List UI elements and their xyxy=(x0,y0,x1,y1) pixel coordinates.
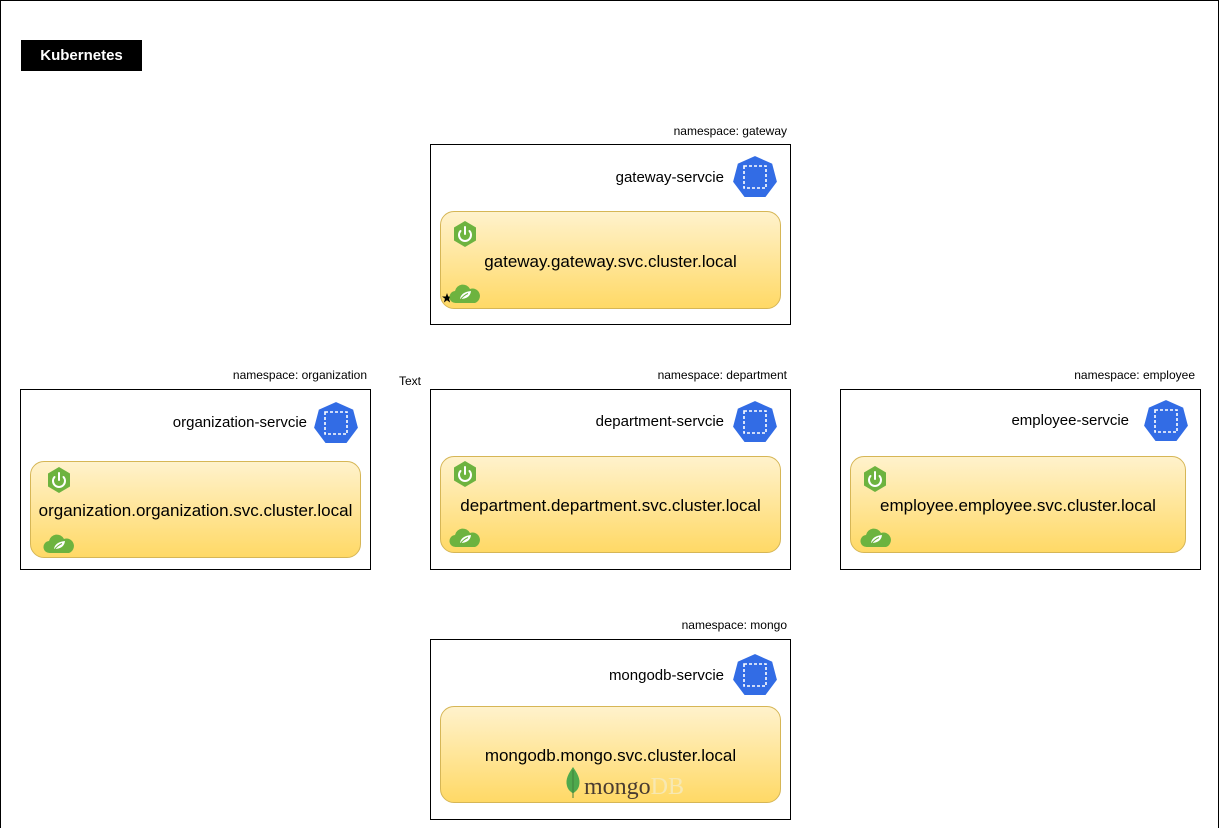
namespace-box-organization: organization-servcie organization.organi… xyxy=(20,389,371,570)
namespace-box-employee: employee-servcie employee.employee.svc.c… xyxy=(840,389,1201,570)
kubernetes-service-icon xyxy=(1142,398,1190,443)
service-name-organization: organization-servcie xyxy=(172,414,307,431)
spring-boot-power-icon xyxy=(48,467,70,493)
namespace-label-employee: namespace: employee xyxy=(1074,368,1195,382)
namespace-label-gateway: namespace: gateway xyxy=(673,124,787,138)
kubernetes-service-icon xyxy=(312,400,360,445)
mongodb-logo-text: mongo xyxy=(584,774,651,800)
spring-cloud-leaf-icon xyxy=(860,528,891,548)
spring-boot-power-icon xyxy=(454,221,476,247)
spring-boot-power-icon xyxy=(454,461,476,487)
namespace-label-organization: namespace: organization xyxy=(232,368,367,382)
pod-host-employee: employee.employee.svc.cluster.local xyxy=(880,496,1156,515)
spring-cloud-leaf-icon xyxy=(43,534,74,554)
spring-boot-power-icon xyxy=(864,466,886,492)
star-icon xyxy=(442,293,452,303)
spring-cloud-leaf-icon xyxy=(449,284,480,304)
namespace-label-mongo: namespace: mongo xyxy=(681,618,787,632)
kubernetes-title-badge: Kubernetes xyxy=(21,40,142,71)
stray-text-label: Text xyxy=(399,374,422,388)
pod-host-department: department.department.svc.cluster.local xyxy=(460,496,761,515)
pod-host-gateway: gateway.gateway.svc.cluster.local xyxy=(484,252,737,271)
pod-organization: organization.organization.svc.cluster.lo… xyxy=(30,461,361,558)
kubernetes-service-icon xyxy=(731,652,779,697)
service-name-employee: employee-servcie xyxy=(1011,412,1129,429)
pod-host-organization: organization.organization.svc.cluster.lo… xyxy=(38,501,353,520)
mongodb-logo-suffix: DB xyxy=(650,774,685,800)
kubernetes-title: Kubernetes xyxy=(40,47,123,64)
namespace-box-gateway: gateway-servcie gateway.gateway.svc.clus… xyxy=(430,144,791,325)
pod-host-mongo: mongodb.mongo.svc.cluster.local xyxy=(484,746,737,765)
pod-gateway: gateway.gateway.svc.cluster.local xyxy=(440,211,781,309)
service-name-mongo: mongodb-servcie xyxy=(608,667,724,684)
kubernetes-service-icon xyxy=(731,399,779,444)
namespace-box-mongo: mongodb-servcie mongodb.mongo.svc.cluste… xyxy=(430,639,791,820)
pod-employee: employee.employee.svc.cluster.local xyxy=(850,456,1186,553)
namespace-box-department: department-servcie department.department… xyxy=(430,389,791,570)
kubernetes-service-icon xyxy=(731,154,779,199)
spring-cloud-leaf-icon xyxy=(449,528,480,548)
mongodb-leaf-icon xyxy=(566,767,580,798)
service-name-department: department-servcie xyxy=(595,413,724,430)
namespace-label-department: namespace: department xyxy=(657,368,787,382)
pod-department: department.department.svc.cluster.local xyxy=(440,456,781,553)
service-name-gateway: gateway-servcie xyxy=(615,169,724,186)
